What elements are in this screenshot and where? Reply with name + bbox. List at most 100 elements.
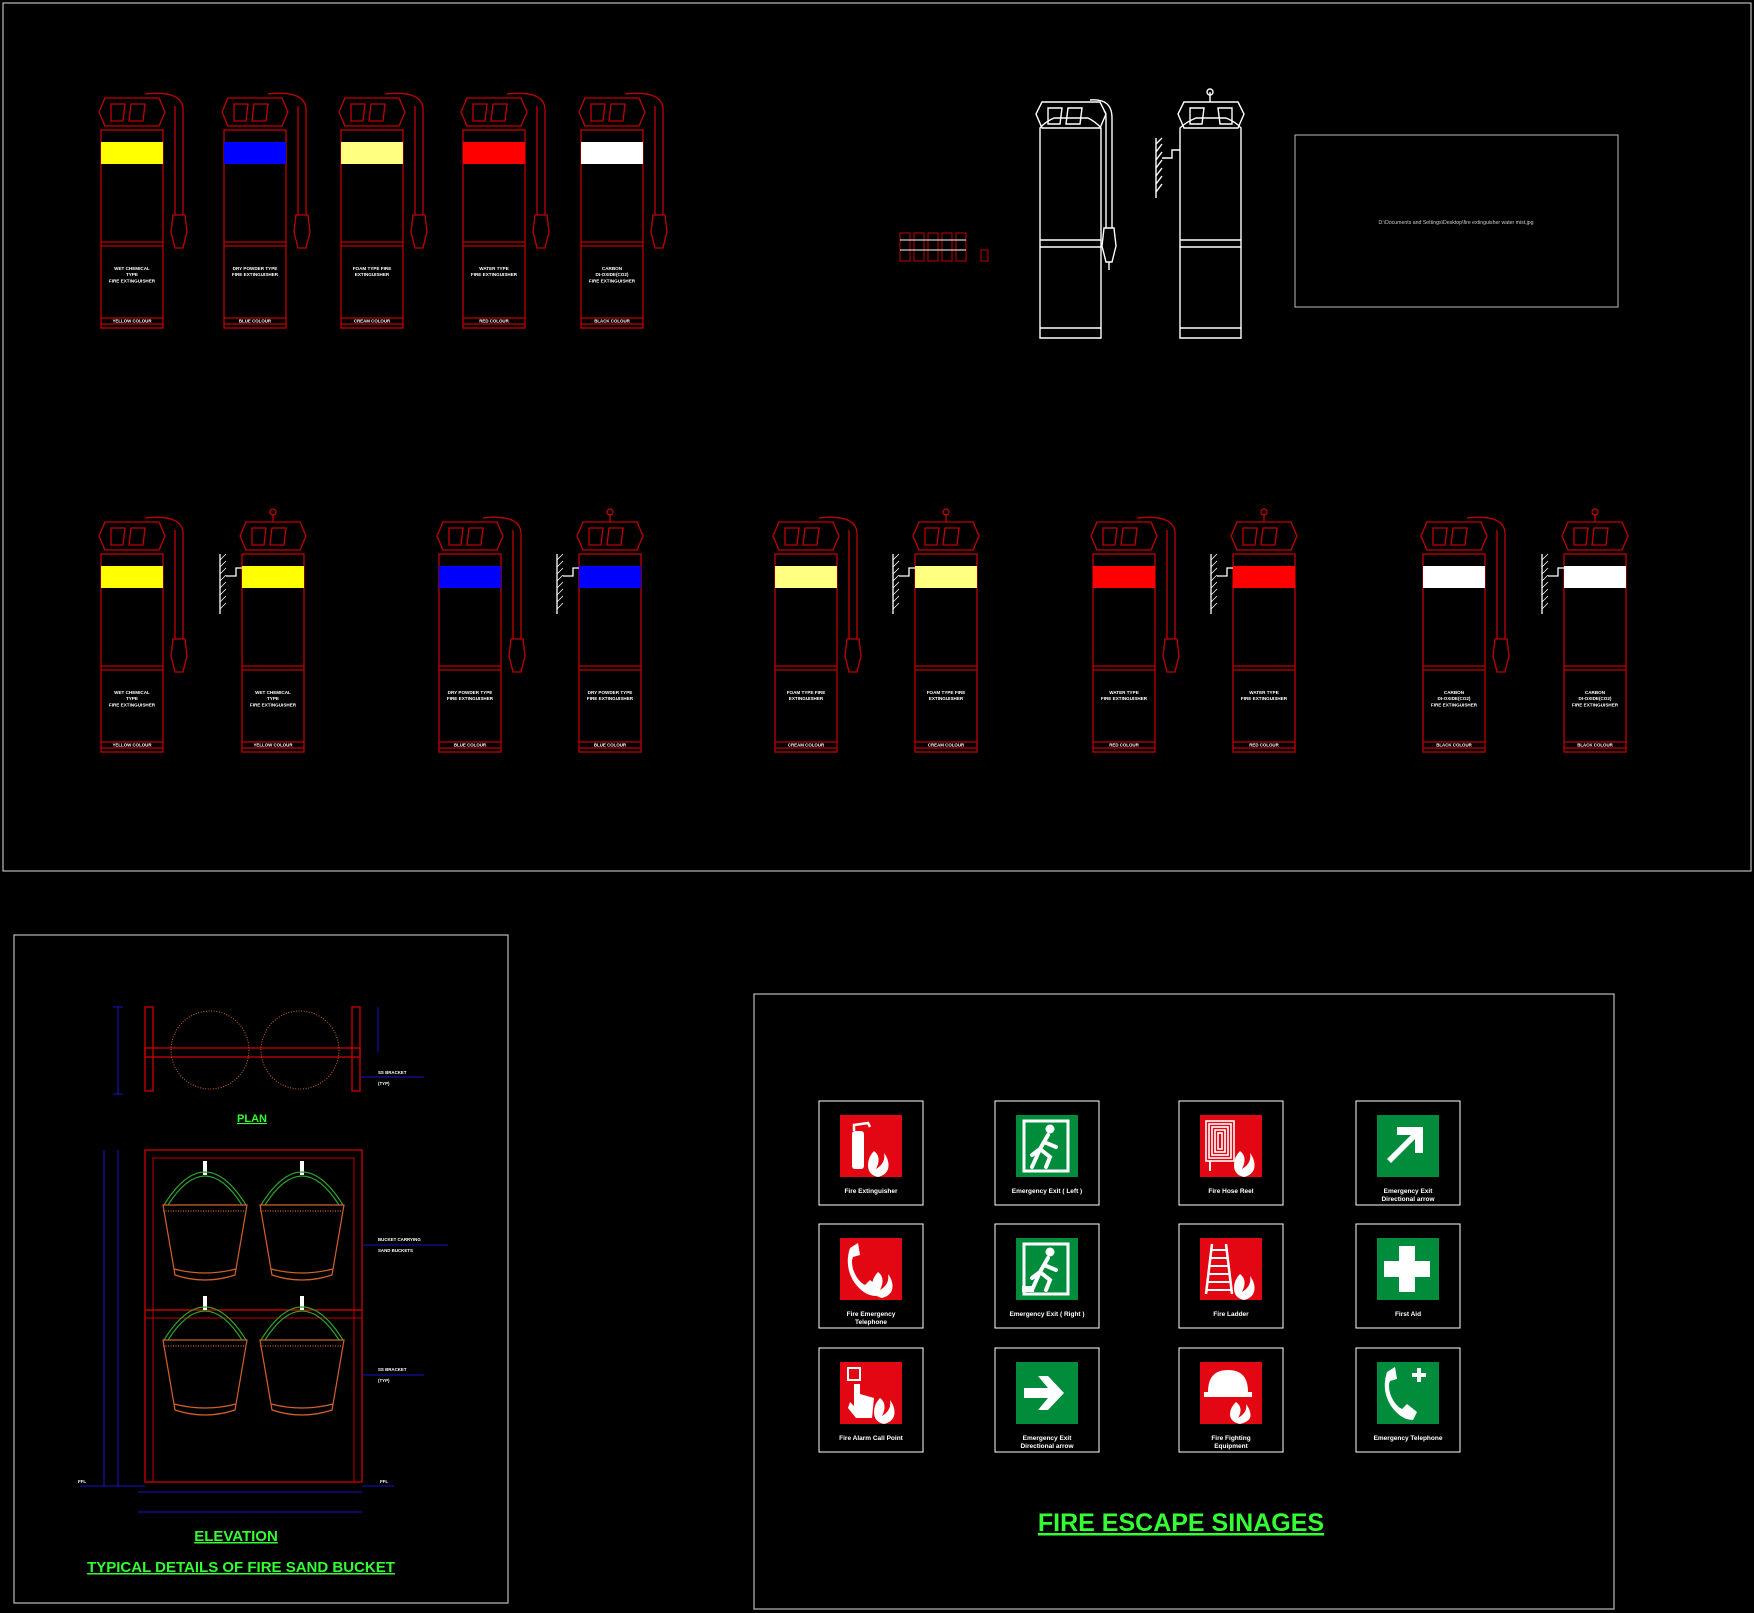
first-aid-cross-icon — [1384, 1246, 1430, 1292]
sign-frame — [994, 1100, 1100, 1206]
extinguisher-body — [223, 129, 287, 329]
sign-frame — [994, 1223, 1100, 1329]
extinguisher-handle — [448, 527, 484, 546]
extinguisher-head — [1090, 521, 1158, 551]
extinguisher-color-band — [242, 566, 304, 588]
extinguisher-color-band — [915, 566, 977, 588]
mini-extinguisher-legend — [899, 232, 989, 262]
extinguisher-body — [1563, 553, 1627, 753]
bucket-handle — [163, 1171, 247, 1206]
extinguisher-label-line: FIRE EXTINGUISHER — [589, 278, 636, 283]
extinguisher-head — [772, 521, 840, 551]
sign-frame — [1178, 1223, 1284, 1329]
sign-emergency-exit-left: Emergency Exit ( Left ) — [994, 1100, 1100, 1206]
bucket-hook — [300, 1161, 304, 1175]
extinguisher-label-line: DRY POWDER TYPE — [233, 266, 278, 271]
sign-frame — [1355, 1347, 1461, 1453]
extinguisher-nozzle — [650, 214, 668, 249]
extinguisher-label-line: FIRE EXTINGUISHER — [1572, 702, 1619, 707]
extinguisher-head — [239, 521, 307, 551]
sign-frame — [994, 1347, 1100, 1453]
missing-image-frame: D:\Documents and Settings\Desktop\fire e… — [1294, 134, 1619, 308]
sign-fire-ladder: Fire Ladder — [1178, 1223, 1284, 1329]
extinguisher-colour-label: BLUE COLOUR — [454, 743, 487, 748]
extinguisher-color-band — [224, 142, 286, 164]
plan-note-line-2: (TYP) — [378, 1081, 390, 1086]
extinguisher-label-line: FIRE EXTINGUISHER — [1431, 702, 1478, 707]
extinguisher-label-line: WATER TYPE — [479, 266, 509, 271]
sign-caption: Fire Emergency — [847, 1311, 896, 1318]
elev-note-line-2: (TYP) — [378, 1378, 390, 1383]
image-path-text: D:\Documents and Settings\Desktop\fire e… — [1378, 220, 1533, 226]
sign-frame — [1178, 1347, 1284, 1453]
extinguisher-label-line: DI-OXIDE(CO2) — [596, 272, 629, 277]
extinguisher-handle — [251, 527, 287, 546]
extinguisher-label-line: CARBON — [1585, 690, 1606, 695]
extinguisher-label-line: WATER TYPE — [1109, 690, 1139, 695]
emergency-exit-left-icon — [1022, 1119, 1070, 1173]
sign-caption: Fire Fighting — [1211, 1435, 1250, 1442]
extinguisher-body — [462, 129, 526, 329]
extinguisher-color-band — [341, 142, 403, 164]
sign-caption: Emergency Exit — [1384, 1188, 1434, 1195]
extinguisher-handle — [1573, 527, 1609, 546]
extinguisher-body — [100, 553, 164, 753]
extinguisher-color-band — [439, 566, 501, 588]
extinguisher-label-line: FIRE EXTINGUISHER — [232, 272, 279, 277]
extinguisher-label-line: DRY POWDER TYPE — [588, 690, 633, 695]
bucket-handle — [260, 1171, 344, 1206]
extinguisher-label-line: TYPE — [126, 272, 138, 277]
extinguisher-head — [1230, 521, 1298, 551]
signage-sheet-frame — [753, 993, 1615, 1610]
extinguisher-head — [912, 521, 980, 551]
extinguisher-label-line: CARBON — [1444, 690, 1465, 695]
extinguisher-handle — [350, 103, 386, 122]
white-extinguisher-side — [1155, 88, 1245, 339]
extinguisher-color-band — [581, 142, 643, 164]
extinguisher-body — [438, 553, 502, 753]
sign-caption: Directional arrow — [1381, 1196, 1435, 1203]
ffl-right-label: FFL — [380, 1479, 388, 1484]
sign-caption: Emergency Telephone — [1374, 1435, 1443, 1442]
sign-caption: Fire Hose Reel — [1208, 1188, 1253, 1195]
extinguisher-color-band — [463, 142, 525, 164]
extinguisher-label-line: TYPE — [126, 696, 138, 701]
extinguisher-colour-label: BLACK COLOUR — [594, 319, 630, 324]
extinguisher-color-band — [775, 566, 837, 588]
extinguisher-label-line: CARBON — [602, 266, 623, 271]
sign-emergency-telephone: Emergency Telephone — [1355, 1347, 1461, 1453]
sign-caption: Emergency Exit ( Left ) — [1012, 1188, 1082, 1195]
extinguisher-label-line: WET CHEMICAL — [255, 690, 291, 695]
extinguisher-colour-label: YELLOW COLOUR — [253, 743, 293, 748]
extinguisher-label-line: FIRE EXTINGUISHER — [109, 278, 156, 283]
diagonal-arrow-icon — [1387, 1127, 1423, 1163]
extinguisher-colour-label: RED COLOUR — [1249, 743, 1279, 748]
extinguisher-body — [578, 553, 642, 753]
fire-hose-reel-icon — [1205, 1120, 1255, 1177]
extinguisher-colour-label: BLUE COLOUR — [594, 743, 627, 748]
extinguisher-handle — [588, 527, 624, 546]
extinguisher-handle — [472, 103, 508, 122]
extinguisher-nozzle — [1492, 638, 1510, 673]
extinguisher-label-line: FIRE EXTINGUISHER — [587, 696, 634, 701]
bucket-note-line-2: SAND BUCKETS — [378, 1248, 413, 1253]
emergency-exit-right-icon — [1022, 1242, 1070, 1296]
bucket-note-line-1: BUCKET CARRYING — [378, 1237, 421, 1242]
